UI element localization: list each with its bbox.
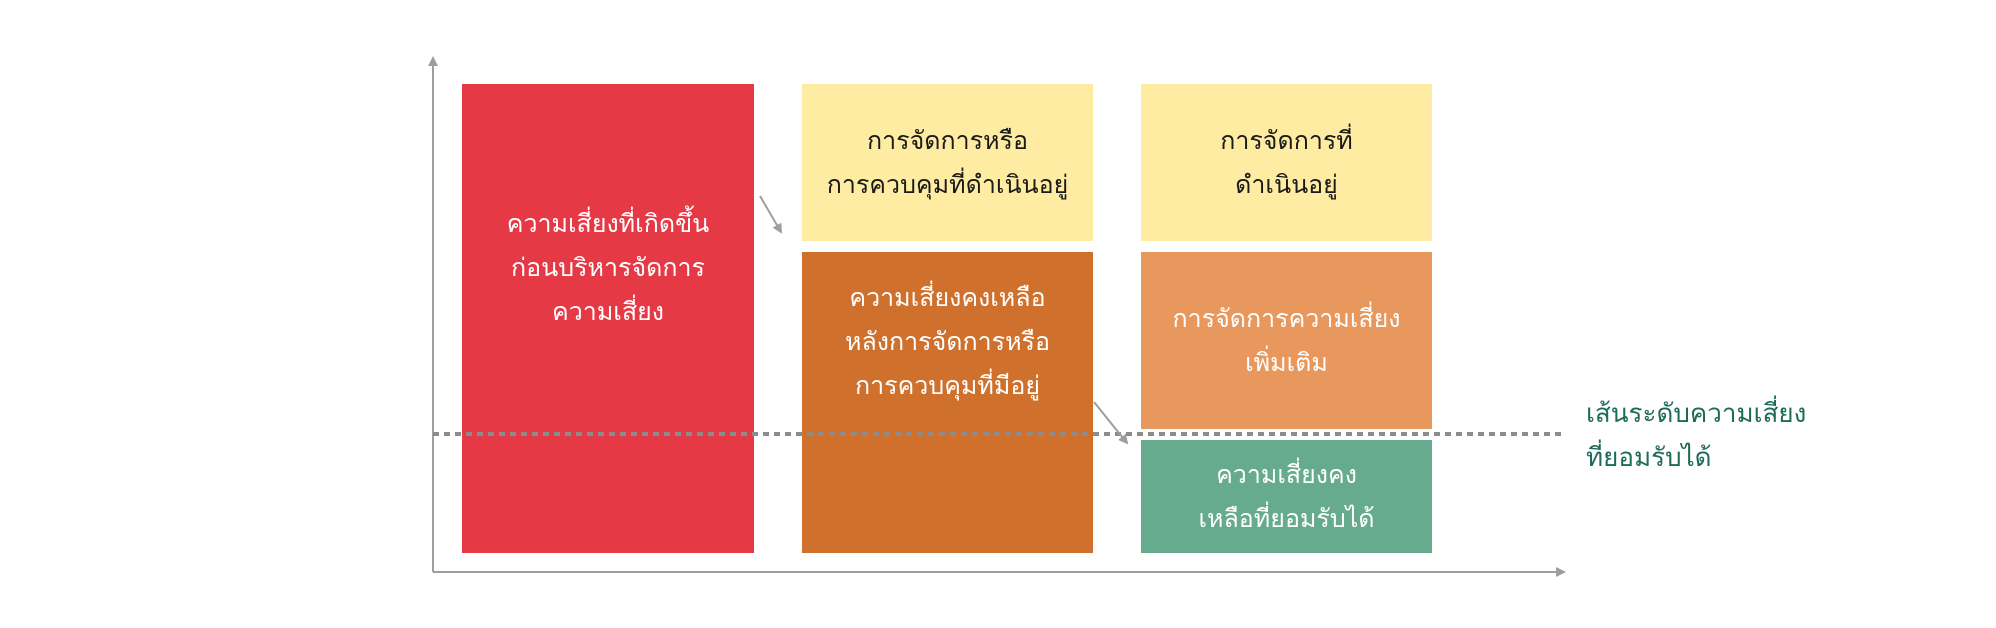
ongoing-treatment-block: การจัดการที่ ดำเนินอยู่ <box>1141 84 1432 241</box>
residual-risk-block: ความเสี่ยงคงเหลือ หลังการจัดการหรือ การค… <box>802 252 1093 553</box>
arrow-to-acceptable-residual <box>1093 401 1129 445</box>
acceptable-residual-block: ความเสี่ยงคง เหลือที่ยอมรับได้ <box>1141 440 1432 553</box>
inherent-risk-label: ความเสี่ยงที่เกิดขึ้น ก่อนบริหารจัดการ ค… <box>506 209 710 326</box>
residual-risk-label: ความเสี่ยงคงเหลือ หลังการจัดการหรือ การค… <box>844 283 1051 400</box>
acceptable-residual-label: ความเสี่ยงคง เหลือที่ยอมรับได้ <box>1198 459 1375 533</box>
additional-treatment-label: การจัดการความเสี่ยง เพิ่มเติม <box>1172 303 1401 377</box>
inherent-risk-block: ความเสี่ยงที่เกิดขึ้น ก่อนบริหารจัดการ ค… <box>462 84 754 553</box>
additional-treatment-block: การจัดการความเสี่ยง เพิ่มเติม <box>1141 252 1432 429</box>
threshold-label: เส้นระดับความเสี่ยง ที่ยอมรับได้ <box>1586 399 1807 473</box>
ongoing-treatment-label: การจัดการที่ ดำเนินอยู่ <box>1220 125 1353 199</box>
existing-controls-label: การจัดการหรือ การควบคุมที่ดำเนินอยู่ <box>826 125 1069 199</box>
arrow-to-existing-controls <box>759 195 783 234</box>
existing-controls-block: การจัดการหรือ การควบคุมที่ดำเนินอยู่ <box>802 84 1093 241</box>
